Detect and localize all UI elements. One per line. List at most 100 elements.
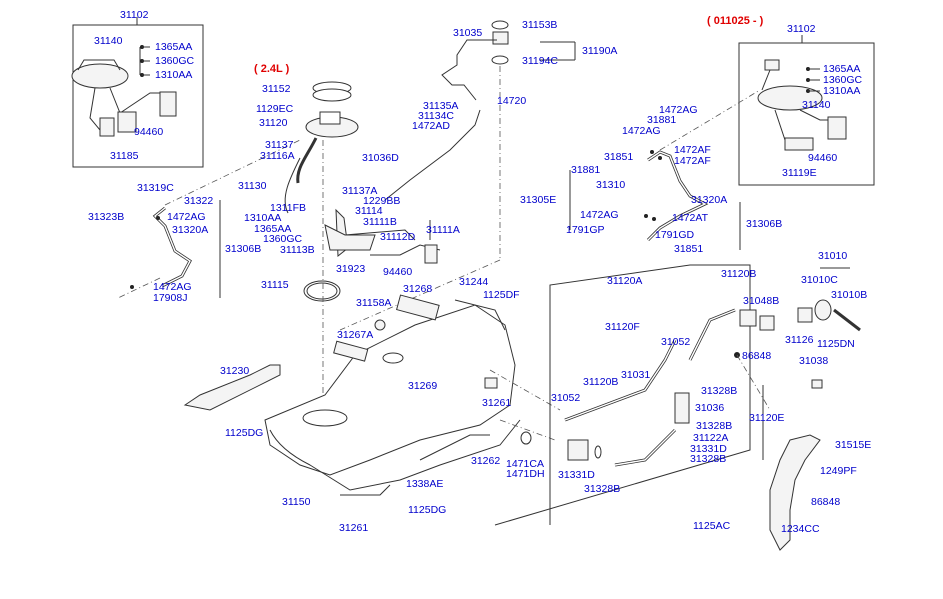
- part-label[interactable]: 1472AG: [659, 104, 698, 116]
- part-label[interactable]: 86848: [811, 496, 841, 508]
- part-label[interactable]: 31881: [647, 114, 677, 126]
- part-label[interactable]: 31036D: [362, 152, 399, 164]
- part-label[interactable]: 1472AF: [674, 144, 711, 156]
- part-label[interactable]: 94460: [134, 126, 164, 138]
- part-label[interactable]: 31114: [355, 205, 383, 217]
- part-label[interactable]: 94460: [808, 152, 838, 164]
- part-label[interactable]: 31116A: [260, 150, 295, 162]
- part-label[interactable]: 31322: [184, 195, 214, 207]
- part-label[interactable]: 1472AD: [412, 120, 450, 132]
- part-label[interactable]: 1125DF: [483, 289, 520, 301]
- part-label[interactable]: 31328B: [690, 453, 727, 465]
- part-label[interactable]: 31331D: [690, 443, 727, 455]
- part-label[interactable]: 14720: [497, 95, 527, 107]
- part-label[interactable]: 1310AA: [244, 212, 282, 224]
- part-label[interactable]: 31323B: [88, 211, 125, 223]
- part-label[interactable]: 1791GP: [566, 224, 605, 236]
- part-label[interactable]: 31010: [818, 250, 848, 262]
- part-label[interactable]: 31137A: [342, 185, 378, 197]
- part-label[interactable]: 31328B: [696, 420, 733, 432]
- part-label[interactable]: 1472AG: [622, 125, 661, 137]
- part-label[interactable]: 1365AA: [155, 41, 193, 53]
- part-label[interactable]: 31185: [110, 150, 139, 162]
- part-label[interactable]: 31122A: [693, 432, 729, 444]
- part-label[interactable]: 31111B: [363, 216, 397, 228]
- part-label[interactable]: 31137: [265, 139, 294, 151]
- part-label[interactable]: 31140: [94, 35, 123, 47]
- part-label[interactable]: 31319C: [137, 182, 174, 194]
- part-label[interactable]: 1791GD: [655, 229, 695, 241]
- part-label[interactable]: 31515E: [835, 439, 872, 451]
- part-label[interactable]: 1360GC: [155, 55, 195, 67]
- part-label[interactable]: 1360GC: [823, 74, 863, 86]
- part-label[interactable]: 31268: [403, 283, 433, 295]
- part-label[interactable]: 31320A: [172, 224, 209, 236]
- part-label[interactable]: 1365AA: [254, 223, 292, 235]
- part-label[interactable]: 31310: [596, 179, 626, 191]
- part-label[interactable]: 1234CC: [781, 523, 820, 535]
- part-label[interactable]: 1472AF: [674, 155, 711, 167]
- part-label[interactable]: 31881: [571, 164, 601, 176]
- part-label[interactable]: 31102: [787, 23, 816, 35]
- part-label[interactable]: 31261: [482, 397, 512, 409]
- part-label[interactable]: 1125DG: [408, 504, 447, 516]
- part-label[interactable]: 31112D: [380, 231, 416, 243]
- part-label[interactable]: 31305E: [520, 194, 557, 206]
- part-label[interactable]: 31120A: [607, 275, 643, 287]
- part-label[interactable]: 31230: [220, 365, 250, 377]
- part-label[interactable]: 31152: [262, 83, 291, 95]
- part-label[interactable]: 31052: [551, 392, 581, 404]
- part-label[interactable]: 31328B: [701, 385, 738, 397]
- part-label[interactable]: 31010C: [801, 274, 838, 286]
- part-label[interactable]: 1471DH: [506, 468, 545, 480]
- part-label[interactable]: 31140: [802, 99, 831, 111]
- part-label[interactable]: 31120F: [605, 321, 640, 333]
- part-label[interactable]: 17908J: [153, 292, 188, 304]
- part-label[interactable]: 86848: [742, 350, 772, 362]
- part-label[interactable]: 1472AT: [672, 212, 708, 224]
- part-label[interactable]: 31190A: [582, 45, 618, 57]
- part-label[interactable]: 31102: [120, 9, 149, 21]
- part-label[interactable]: 1472AG: [153, 281, 192, 293]
- part-label[interactable]: 31035: [453, 27, 483, 39]
- part-label[interactable]: 31134C: [418, 110, 455, 122]
- part-label[interactable]: 1311FB: [270, 202, 306, 214]
- part-label[interactable]: 31851: [604, 151, 634, 163]
- part-label[interactable]: 31923: [336, 263, 366, 275]
- part-label[interactable]: 31010B: [831, 289, 868, 301]
- part-label[interactable]: 31031: [621, 369, 651, 381]
- part-label[interactable]: 31262: [471, 455, 501, 467]
- part-label[interactable]: 1365AA: [823, 63, 861, 75]
- part-label[interactable]: 31115: [261, 279, 289, 291]
- part-label[interactable]: 1310AA: [823, 85, 861, 97]
- part-label[interactable]: 31048B: [743, 295, 780, 307]
- part-label[interactable]: 31052: [661, 336, 691, 348]
- part-label[interactable]: 31851: [674, 243, 704, 255]
- part-label[interactable]: 31267A: [337, 329, 374, 341]
- part-label[interactable]: 1472AG: [167, 211, 206, 223]
- part-label[interactable]: 31328B: [584, 483, 621, 495]
- part-label[interactable]: 31150: [282, 496, 311, 508]
- part-label[interactable]: 1125DN: [817, 338, 855, 350]
- part-label[interactable]: 31244: [459, 276, 489, 288]
- part-label[interactable]: 1125AC: [693, 520, 731, 532]
- part-label[interactable]: 1129EC: [256, 103, 294, 115]
- part-label[interactable]: 31269: [408, 380, 438, 392]
- part-label[interactable]: 31126: [785, 334, 814, 346]
- part-label[interactable]: 1310AA: [155, 69, 193, 81]
- part-label[interactable]: 31036: [695, 402, 725, 414]
- part-label[interactable]: 31320A: [691, 194, 728, 206]
- part-label[interactable]: 31120B: [583, 376, 619, 388]
- part-label[interactable]: 1360GC: [263, 233, 303, 245]
- part-label[interactable]: 1471CA: [506, 458, 544, 470]
- part-label[interactable]: 31119E: [782, 167, 817, 179]
- part-label[interactable]: 31306B: [225, 243, 262, 255]
- part-label[interactable]: 31153B: [522, 19, 558, 31]
- part-label[interactable]: 31113B: [280, 244, 315, 256]
- part-label[interactable]: 31194C: [522, 55, 559, 67]
- part-label[interactable]: 1229BB: [363, 195, 401, 207]
- part-label[interactable]: 1125DG: [225, 427, 264, 439]
- part-label[interactable]: 31111A: [426, 224, 460, 236]
- part-label[interactable]: 31120: [259, 117, 288, 129]
- part-label[interactable]: 31130: [238, 180, 267, 192]
